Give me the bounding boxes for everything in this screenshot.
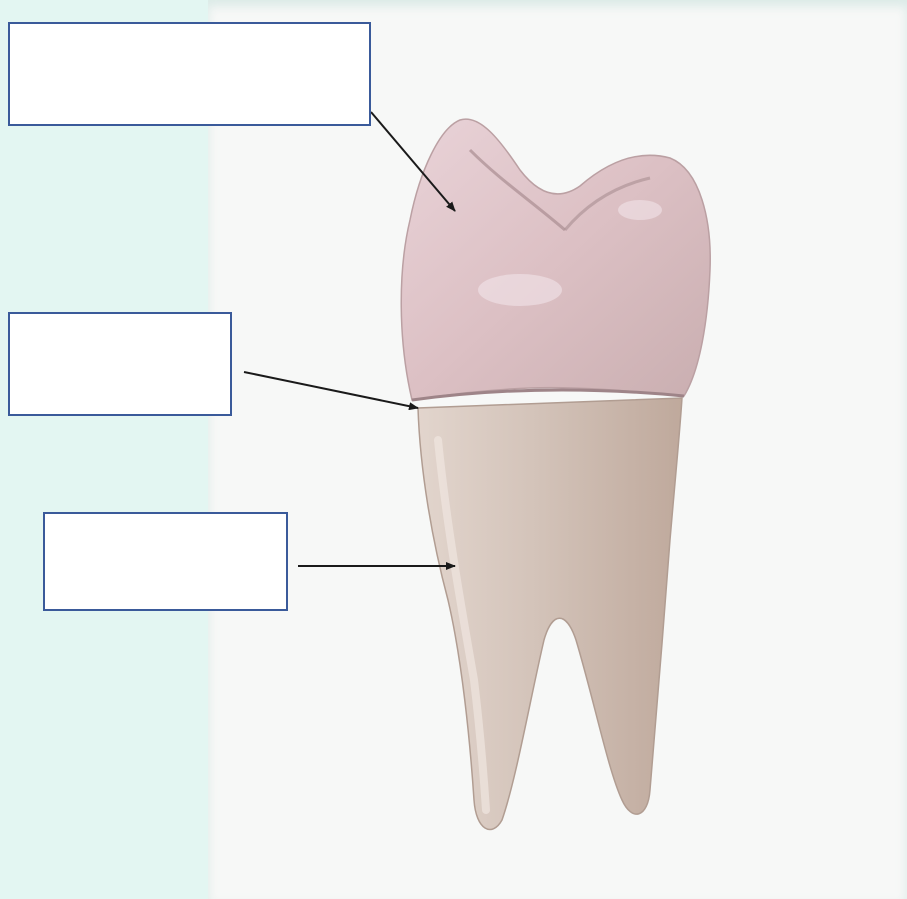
root-label-box[interactable]: [43, 512, 288, 611]
crown-label-box[interactable]: [8, 22, 371, 126]
tooth-crown: [401, 119, 710, 400]
neck-pointer-arrow: [244, 372, 418, 408]
neck-label-box[interactable]: [8, 312, 232, 416]
tooth-root: [418, 398, 682, 830]
